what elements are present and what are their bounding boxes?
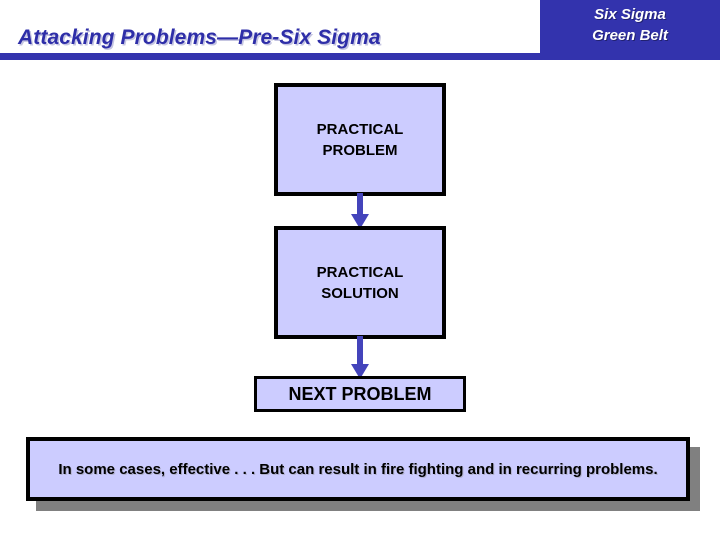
down-arrow-icon <box>349 193 371 230</box>
page-title: Attacking Problems—Pre-Six Sigma <box>18 26 381 49</box>
flow-node-label-line2: SOLUTION <box>321 284 399 302</box>
flow-node-label-line2: PROBLEM <box>322 141 398 159</box>
flow-node-label: PRACTICAL SOLUTION <box>317 262 404 304</box>
flow-node-next-problem: NEXT PROBLEM <box>254 376 466 412</box>
caption-line1: In some cases, effective . . . But can r… <box>58 460 512 478</box>
course-label-line1: Six Sigma <box>594 6 666 23</box>
down-arrow-icon <box>349 336 371 380</box>
caption-callout: In some cases, effective . . . But can r… <box>26 437 700 511</box>
caption-text: In some cases, effective . . . But can r… <box>58 458 657 481</box>
caption-line2: recurring problems. <box>515 460 658 478</box>
flow-node-label-line1: PRACTICAL <box>316 120 404 138</box>
flow-node-label-line1: PRACTICAL <box>316 263 404 281</box>
caption-box: In some cases, effective . . . But can r… <box>26 437 690 501</box>
flow-node-label-line1: NEXT PROBLEM <box>288 383 432 404</box>
flow-node-practical-problem: PRACTICAL PROBLEM <box>274 83 446 196</box>
course-label: Six Sigma Green Belt <box>540 4 720 46</box>
course-label-line2: Green Belt <box>592 27 668 44</box>
flow-node-practical-solution: PRACTICAL SOLUTION <box>274 226 446 339</box>
slide-header: Attacking Problems—Pre-Six Sigma Six Sig… <box>0 0 720 61</box>
header-divider-rule <box>0 53 720 60</box>
header-blue-band <box>540 0 720 54</box>
flow-node-label: PRACTICAL PROBLEM <box>317 119 404 161</box>
